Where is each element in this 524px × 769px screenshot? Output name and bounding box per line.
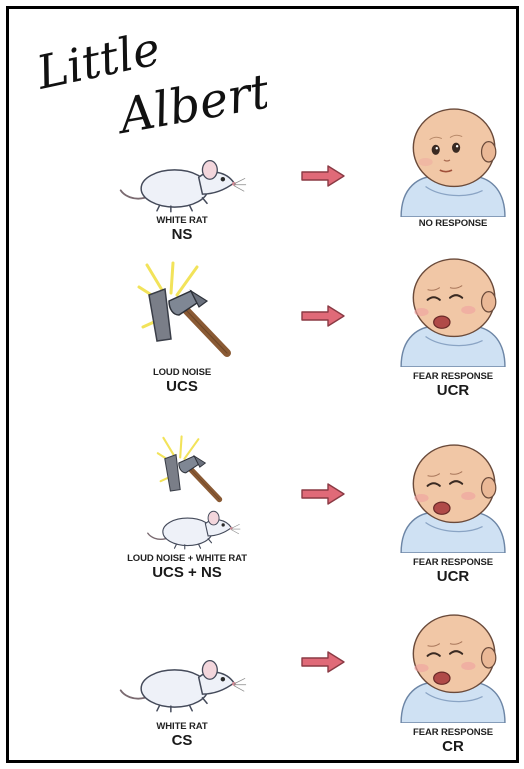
response-abbr: UCR <box>393 569 513 584</box>
stimulus-label: WHITE RAT NS <box>127 216 237 242</box>
arrow-icon <box>301 483 345 505</box>
page-title: Little Albert <box>37 27 267 147</box>
stimulus-label: LOUD NOISE UCS <box>127 368 237 394</box>
poster-frame: Little Albert WHITE RAT NS NO RESPONSE L… <box>6 6 519 763</box>
stimulus-name: LOUD NOISE <box>127 368 237 378</box>
hammer-icon <box>155 435 225 505</box>
stimulus-name: WHITE RAT <box>127 216 237 226</box>
arrow-icon <box>301 165 345 187</box>
stimulus-label: LOUD NOISE + WHITE RAT UCS + NS <box>107 554 267 580</box>
hammer-icon <box>135 261 235 361</box>
response-name: FEAR RESPONSE <box>393 728 513 738</box>
response-label: FEAR RESPONSE CR <box>393 728 513 754</box>
response-abbr: UCR <box>393 383 513 398</box>
stimulus-abbr: UCS + NS <box>107 565 267 580</box>
response-name: NO RESPONSE <box>393 219 513 229</box>
stimulus-abbr: CS <box>127 733 237 748</box>
arrow-icon <box>301 305 345 327</box>
response-label: FEAR RESPONSE UCR <box>393 558 513 584</box>
rat-icon <box>117 649 247 715</box>
stimulus-name: WHITE RAT <box>127 722 237 732</box>
stimulus-abbr: UCS <box>127 379 237 394</box>
response-name: FEAR RESPONSE <box>393 558 513 568</box>
baby-calm-icon <box>395 105 507 217</box>
response-label: NO RESPONSE <box>393 219 513 229</box>
response-abbr: CR <box>393 739 513 754</box>
baby-crying-icon <box>395 611 507 723</box>
rat-icon <box>145 503 241 551</box>
baby-crying-icon <box>395 441 507 553</box>
baby-crying-icon <box>395 255 507 367</box>
stimulus-label: WHITE RAT CS <box>127 722 237 748</box>
response-name: FEAR RESPONSE <box>393 372 513 382</box>
response-label: FEAR RESPONSE UCR <box>393 372 513 398</box>
stimulus-abbr: NS <box>127 227 237 242</box>
stimulus-name: LOUD NOISE + WHITE RAT <box>107 554 267 564</box>
rat-icon <box>117 149 247 215</box>
arrow-icon <box>301 651 345 673</box>
